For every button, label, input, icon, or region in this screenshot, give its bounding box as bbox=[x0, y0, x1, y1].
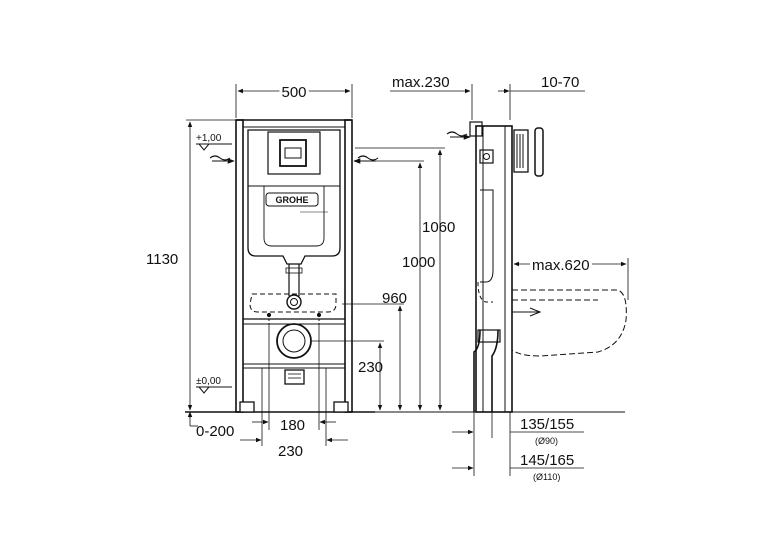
drain-connector bbox=[286, 294, 302, 310]
side-valve bbox=[479, 149, 494, 164]
bowl-outline-dashed bbox=[249, 293, 337, 313]
label-height-1130: 1130 bbox=[146, 251, 178, 268]
label-range-0-200: 0-200 bbox=[196, 423, 234, 440]
side-button bbox=[534, 127, 544, 177]
frame-left-post bbox=[235, 119, 244, 413]
label-span-230: 230 bbox=[278, 443, 303, 460]
label-width-500: 500 bbox=[281, 84, 306, 101]
level-marker-zero bbox=[197, 386, 211, 394]
label-pipe-d90: (Ø90) bbox=[535, 436, 558, 446]
side-view bbox=[390, 84, 629, 476]
label-max-230: max.230 bbox=[392, 74, 450, 91]
side-bowl-dashed bbox=[511, 289, 627, 357]
brand-logo-text: GROHE bbox=[275, 195, 308, 205]
side-frame bbox=[475, 125, 513, 413]
label-max-620: max.620 bbox=[532, 257, 590, 274]
frame-right-post bbox=[344, 119, 353, 413]
level-marker-top bbox=[197, 143, 211, 151]
label-range-10-70: 10-70 bbox=[541, 74, 579, 91]
dimension-labels: 500 max.230 10-70 1130 1060 1000 960 230… bbox=[146, 74, 593, 482]
label-span-180: 180 bbox=[280, 417, 305, 434]
logo-badge bbox=[265, 192, 319, 207]
flush-plate-opening bbox=[267, 131, 321, 175]
front-view bbox=[185, 84, 625, 446]
label-level-plus: +1,00 bbox=[196, 133, 222, 144]
side-outlet-bend bbox=[473, 329, 481, 412]
flush-button bbox=[279, 139, 307, 167]
outlet-collar bbox=[276, 323, 312, 359]
label-height-1060: 1060 bbox=[422, 219, 455, 236]
label-level-zero: ±0,00 bbox=[196, 376, 221, 387]
frame-right-foot bbox=[333, 401, 349, 413]
water-inlet-left bbox=[209, 155, 231, 161]
label-pipe-135-155: 135/155 bbox=[520, 416, 574, 433]
label-pipe-145-165: 145/165 bbox=[520, 452, 574, 469]
label-height-960: 960 bbox=[382, 290, 407, 307]
label-pipe-d110: (Ø110) bbox=[533, 472, 560, 482]
label-height-1000: 1000 bbox=[402, 254, 435, 271]
water-inlet-right bbox=[357, 155, 379, 161]
label-height-230: 230 bbox=[358, 359, 383, 376]
side-flush-plate bbox=[513, 129, 529, 173]
cistern-body bbox=[247, 129, 341, 265]
frame-left-foot bbox=[239, 401, 255, 413]
